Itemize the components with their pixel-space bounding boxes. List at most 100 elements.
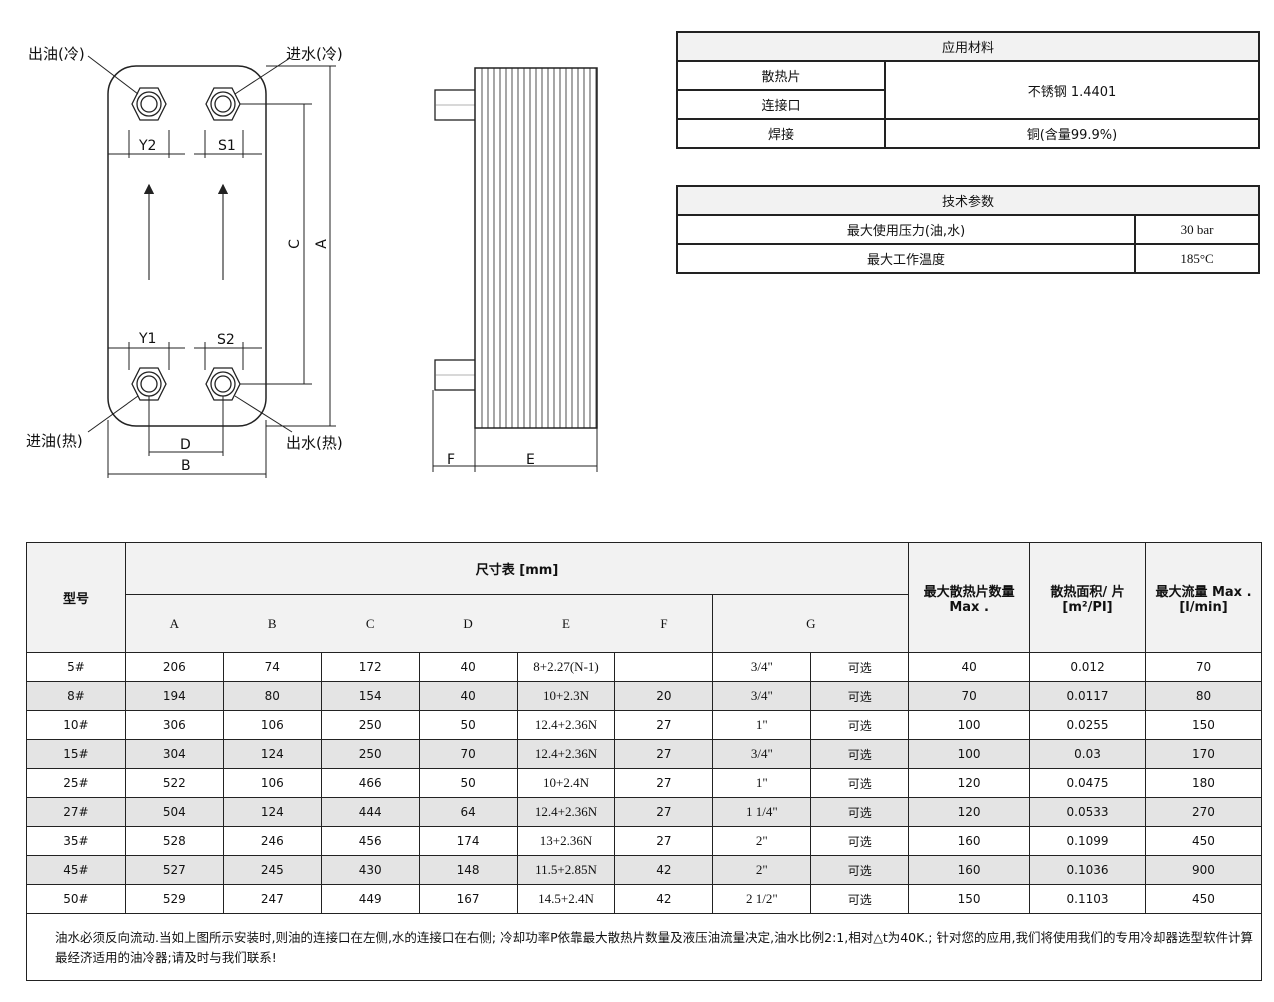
cell-flow: 270: [1144, 797, 1263, 827]
port-y1: [131, 367, 167, 401]
heat-exchanger-body: [107, 65, 267, 427]
dim-label-y2: Y2: [139, 138, 157, 154]
cell-d: 167: [418, 884, 518, 914]
header-col-c: C: [320, 594, 420, 653]
cell-g1: 3/4": [712, 681, 812, 711]
header-model: 型号: [26, 542, 126, 653]
cell-b: 124: [222, 797, 322, 827]
cell-model: 50#: [26, 884, 126, 914]
cell-c: 154: [320, 681, 420, 711]
cell-g2: 可选: [810, 681, 910, 711]
materials-label: 散热片: [676, 60, 886, 91]
header-max-plates: 最大散热片数量Max .: [908, 542, 1031, 653]
cell-f: 42: [614, 855, 714, 885]
header-col-e: E: [516, 594, 615, 653]
cell-flow: 180: [1144, 768, 1263, 798]
cell-flow: 80: [1144, 681, 1263, 711]
cell-d: 174: [418, 826, 518, 856]
materials-title: 应用材料: [676, 31, 1260, 62]
tech-value: 185°C: [1134, 243, 1260, 274]
cell-c: 444: [320, 797, 420, 827]
cell-e: 12.4+2.36N: [516, 710, 616, 740]
cell-plates: 100: [908, 739, 1031, 769]
cell-area: 0.0117: [1029, 681, 1146, 711]
cell-a: 194: [124, 681, 224, 711]
header-col-f: F: [614, 594, 714, 653]
cell-e: 11.5+2.85N: [516, 855, 616, 885]
cell-area: 0.1036: [1029, 855, 1146, 885]
label-water-in-cold: 进水(冷): [286, 45, 343, 63]
cell-model: 35#: [26, 826, 126, 856]
cell-c: 250: [320, 710, 420, 740]
cell-a: 206: [124, 652, 224, 682]
cell-c: 466: [320, 768, 420, 798]
cell-b: 245: [222, 855, 322, 885]
cell-b: 106: [222, 710, 322, 740]
cell-flow: 450: [1144, 826, 1263, 856]
cell-e: 8+2.27(N-1): [516, 652, 616, 682]
cell-c: 430: [320, 855, 420, 885]
cell-model: 15#: [26, 739, 126, 769]
label-water-out-hot: 出水(热): [286, 434, 343, 452]
cell-area: 0.1103: [1029, 884, 1146, 914]
cell-c: 250: [320, 739, 420, 769]
dim-label-e: E: [526, 452, 535, 468]
cell-area: 0.0255: [1029, 710, 1146, 740]
port-y2: [131, 87, 167, 121]
header-max-flow: 最大流量 Max .[l/min]: [1144, 542, 1263, 653]
cell-f: 42: [614, 884, 714, 914]
cell-g1: 2": [712, 855, 812, 885]
cell-flow: 70: [1144, 652, 1263, 682]
cell-area: 0.1099: [1029, 826, 1146, 856]
cell-f: 27: [614, 826, 714, 856]
cell-plates: 70: [908, 681, 1031, 711]
cell-area: 0.0533: [1029, 797, 1146, 827]
cell-f: 20: [614, 681, 714, 711]
cell-e: 10+2.3N: [516, 681, 616, 711]
cell-d: 40: [418, 681, 518, 711]
port-s1: [205, 87, 241, 121]
cell-f: 27: [614, 768, 714, 798]
materials-value: 铜(含量99.9%): [884, 118, 1260, 149]
cell-g2: 可选: [810, 710, 910, 740]
cell-plates: 40: [908, 652, 1031, 682]
cell-flow: 170: [1144, 739, 1263, 769]
dim-label-b: B: [181, 458, 191, 474]
dim-label-y1: Y1: [139, 331, 157, 347]
label-oil-out-cold: 出油(冷): [28, 45, 85, 63]
cell-a: 527: [124, 855, 224, 885]
cell-e: 12.4+2.36N: [516, 797, 616, 827]
cell-g2: 可选: [810, 855, 910, 885]
cell-g2: 可选: [810, 652, 910, 682]
cell-d: 64: [418, 797, 518, 827]
cell-e: 10+2.4N: [516, 768, 616, 798]
cell-a: 522: [124, 768, 224, 798]
header-dimensions: 尺寸表 [mm]: [124, 542, 910, 595]
cell-b: 124: [222, 739, 322, 769]
cell-a: 529: [124, 884, 224, 914]
header-area: 散热面积/ 片 [m²/PI]: [1029, 542, 1146, 653]
cell-d: 50: [418, 768, 518, 798]
cell-plates: 160: [908, 855, 1031, 885]
cell-g1: 1 1/4": [712, 797, 812, 827]
cell-c: 172: [320, 652, 420, 682]
cell-d: 148: [418, 855, 518, 885]
cell-a: 304: [124, 739, 224, 769]
cell-e: 14.5+2.4N: [516, 884, 616, 914]
cell-g2: 可选: [810, 797, 910, 827]
cell-model: 10#: [26, 710, 126, 740]
side-view-drawing: [432, 67, 598, 472]
dim-label-f: F: [447, 452, 456, 468]
cell-plates: 160: [908, 826, 1031, 856]
cell-g1: 1": [712, 768, 812, 798]
cell-plates: 120: [908, 797, 1031, 827]
cell-model: 27#: [26, 797, 126, 827]
